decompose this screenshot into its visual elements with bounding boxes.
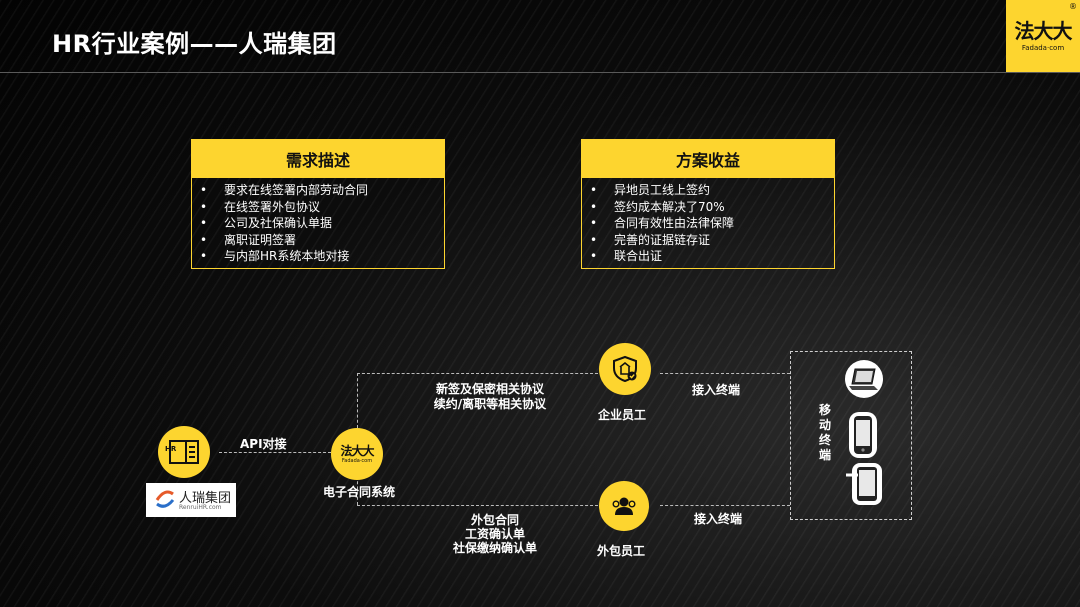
enterprise-employee-node [599, 343, 651, 395]
contract-system-node: 法大大 Fadada·com [331, 428, 383, 480]
outsourced-people-icon [612, 497, 636, 515]
requirement-item: 要求在线签署内部劳动合同 [200, 182, 444, 199]
bottom-flow-label-3: 社保缴纳确认单 [452, 541, 537, 555]
brand-logo: ® 法大大 Fadada·com [1006, 0, 1080, 72]
hr-icon-label: HR [165, 445, 177, 453]
bottom-flow-label-1: 外包合同 [470, 513, 519, 527]
renrui-logo-card: 人瑞集团 RenruiHR.com [146, 483, 236, 517]
benefit-item: 异地员工线上签约 [590, 182, 834, 199]
requirement-item: 公司及社保确认单据 [200, 215, 444, 232]
enterprise-shield-icon [613, 355, 637, 383]
benefit-heading: 方案收益 [582, 140, 834, 178]
renrui-name: 人瑞集团 [179, 491, 232, 506]
requirement-item: 与内部HR系统本地对接 [200, 248, 444, 265]
contract-system-label: 电子合同系统 [323, 485, 396, 499]
renrui-url: RenruiHR.com [179, 504, 222, 511]
requirement-item: 离职证明签署 [200, 232, 444, 249]
benefit-item: 完善的证据链存证 [590, 232, 834, 249]
phone-icon [849, 412, 877, 458]
mobile-terminal-label: 移动终端 [818, 403, 834, 463]
top-flow-label-1: 新签及保密相关协议 [435, 382, 544, 396]
renrui-logo-icon [155, 490, 175, 508]
registered-mark: ® [1069, 2, 1077, 11]
enterprise-employee-label: 企业员工 [598, 408, 647, 422]
benefit-item: 合同有效性由法律保障 [590, 215, 834, 232]
page-title: HR行业案例——人瑞集团 [52, 30, 337, 58]
bottom-access-line [660, 505, 790, 506]
bottom-access-label: 接入终端 [694, 512, 743, 526]
outsourced-employee-node [599, 481, 649, 531]
top-flow-line [357, 373, 598, 374]
title-divider [0, 72, 1080, 73]
hr-building-icon [169, 440, 199, 464]
center-logo-domain: Fadada·com [341, 457, 373, 464]
top-flow-label-2: 续约/离职等相关协议 [433, 397, 547, 411]
bottom-flow-line [357, 505, 598, 506]
benefit-item: 签约成本解决了70% [590, 199, 834, 216]
hr-node [158, 426, 210, 478]
requirement-heading: 需求描述 [192, 140, 444, 178]
benefit-item: 联合出证 [590, 248, 834, 265]
bottom-flow-label-2: 工资确认单 [464, 527, 525, 541]
bottom-flow-drop [357, 476, 358, 505]
requirement-list: 要求在线签署内部劳动合同 在线签署外包协议 公司及社保确认单据 离职证明签署 与… [192, 178, 444, 268]
outsourced-employee-label: 外包员工 [597, 544, 646, 558]
tablet-icon [846, 463, 882, 505]
requirement-box: 需求描述 要求在线签署内部劳动合同 在线签署外包协议 公司及社保确认单据 离职证… [191, 139, 445, 269]
api-label: API对接 [240, 437, 287, 451]
center-logo-text: 法大大 [340, 443, 374, 458]
mobile-terminal-box [790, 351, 912, 520]
top-access-label: 接入终端 [692, 383, 741, 397]
benefit-list: 异地员工线上签约 签约成本解决了70% 合同有效性由法律保障 完善的证据链存证 … [582, 178, 834, 268]
requirement-item: 在线签署外包协议 [200, 199, 444, 216]
api-connector [219, 452, 331, 453]
laptop-icon [845, 360, 883, 398]
top-access-line [660, 373, 790, 374]
brand-logo-text: 法大大 [1014, 18, 1073, 43]
benefit-box: 方案收益 异地员工线上签约 签约成本解决了70% 合同有效性由法律保障 完善的证… [581, 139, 835, 269]
mobile-terminal-text: 移动终端 [818, 403, 831, 462]
top-flow-drop [357, 373, 358, 428]
brand-logo-domain: Fadada·com [1021, 43, 1065, 52]
